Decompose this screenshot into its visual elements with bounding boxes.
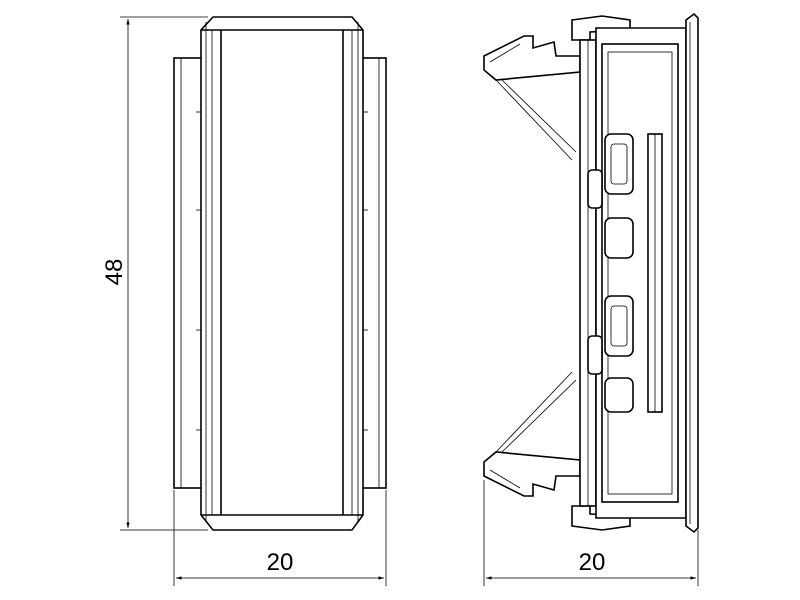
side-housing xyxy=(595,27,687,519)
lower-latch xyxy=(587,295,634,413)
front-width-dimension: 20 xyxy=(173,490,387,586)
side-top-clip xyxy=(483,35,581,81)
front-left-flange xyxy=(173,57,205,489)
height-dimension-label: 48 xyxy=(101,259,128,286)
front-width-label: 20 xyxy=(267,549,294,576)
side-bottom-clip xyxy=(483,451,581,497)
side-width-dimension: 20 xyxy=(483,480,699,586)
front-body-outline xyxy=(200,16,364,531)
upper-latch xyxy=(587,133,634,259)
height-dimension: 48 xyxy=(101,16,208,531)
side-width-label: 20 xyxy=(579,549,606,576)
front-view xyxy=(173,16,387,531)
side-end-cap xyxy=(685,12,699,534)
side-view xyxy=(483,12,699,534)
